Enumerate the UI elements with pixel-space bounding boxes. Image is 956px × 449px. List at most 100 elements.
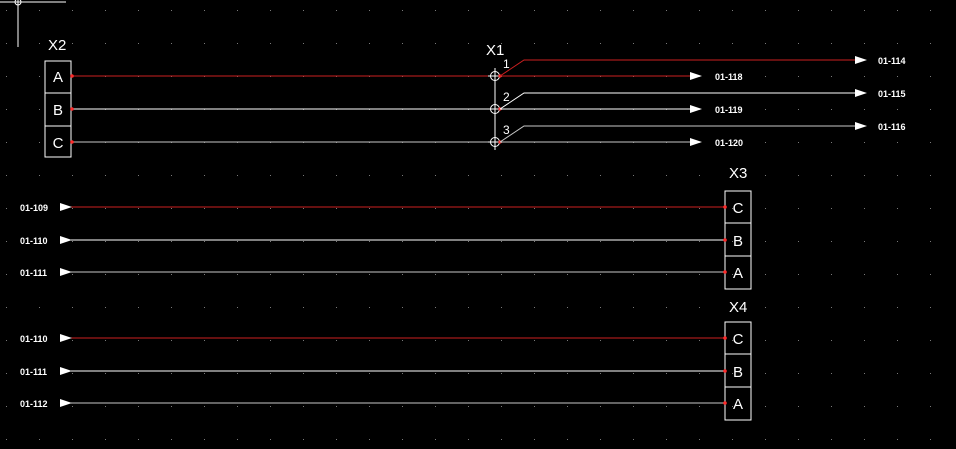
signal-tag-label[interactable]: 01-111: [20, 367, 47, 377]
signal-arrow-icon[interactable]: [855, 56, 867, 64]
wire-x1-3-to-01-116[interactable]: [499, 125, 855, 143]
grid-dot: [6, 373, 7, 374]
grid-dot: [72, 307, 73, 308]
grid-dot: [897, 274, 898, 275]
grid-dot: [303, 406, 304, 407]
grid-dot: [105, 10, 106, 11]
grid-dot: [897, 76, 898, 77]
grid-dot: [171, 10, 172, 11]
grid-dot: [798, 175, 799, 176]
grid-dot: [6, 175, 7, 176]
grid-dot: [930, 109, 931, 110]
connector-x3[interactable]: X3 C B A: [723, 165, 752, 290]
grid-dot: [336, 175, 337, 176]
grid-dot: [798, 208, 799, 209]
grid-dot: [501, 208, 502, 209]
grid-dot: [831, 142, 832, 143]
signal-tag-label[interactable]: 01-111: [20, 268, 47, 278]
signal-tag-label[interactable]: 01-114: [878, 56, 906, 66]
grid-dot: [138, 340, 139, 341]
grid-dot: [534, 175, 535, 176]
grid-dot: [831, 373, 832, 374]
grid-dot: [864, 406, 865, 407]
grid-dot: [468, 274, 469, 275]
grid-dot: [930, 307, 931, 308]
grid-dot: [534, 439, 535, 440]
signal-arrow-icon[interactable]: [690, 105, 702, 113]
grid-dot: [138, 175, 139, 176]
signal-arrow-icon[interactable]: [855, 89, 867, 97]
grid-dot: [897, 340, 898, 341]
grid-dot: [72, 274, 73, 275]
grid-dot: [633, 43, 634, 44]
grid-dot: [600, 10, 601, 11]
connection-dot: [723, 205, 727, 209]
grid-dot: [666, 373, 667, 374]
signal-arrow-icon[interactable]: [855, 122, 867, 130]
grid-dot: [633, 373, 634, 374]
signal-tag-label[interactable]: 01-110: [20, 236, 48, 246]
grid-dot: [633, 208, 634, 209]
grid-dot: [765, 10, 766, 11]
grid-dot: [765, 439, 766, 440]
grid-dot: [666, 43, 667, 44]
grid-dot: [534, 10, 535, 11]
signal-arrow-icon[interactable]: [690, 138, 702, 146]
signal-tag-label[interactable]: 01-115: [878, 89, 906, 99]
grid-dot: [765, 340, 766, 341]
grid-dot: [534, 307, 535, 308]
grid-dot: [105, 406, 106, 407]
signal-arrow-icon[interactable]: [60, 268, 72, 276]
grid-dot: [369, 373, 370, 374]
grid-dot: [435, 307, 436, 308]
connector-x2-pin-label-1: A: [53, 69, 63, 86]
grid-dot: [237, 373, 238, 374]
grid-dot: [270, 10, 271, 11]
signal-tag-label[interactable]: 01-110: [20, 334, 48, 344]
signal-tag-label[interactable]: 01-120: [715, 138, 743, 148]
connector-x2[interactable]: X2 A B C: [44, 37, 74, 158]
grid-dot: [798, 373, 799, 374]
grid-dot: [765, 373, 766, 374]
grid-dot: [732, 76, 733, 77]
grid-dot: [204, 274, 205, 275]
grid-dot: [39, 76, 40, 77]
x3-input-wires: [71, 206, 725, 273]
grid-dot: [534, 208, 535, 209]
signal-tag-label[interactable]: 01-116: [878, 122, 906, 132]
signal-tag-label[interactable]: 01-109: [20, 203, 48, 213]
wire-x1-2-to-01-115[interactable]: [499, 92, 855, 110]
grid-dot: [600, 175, 601, 176]
signal-arrow-icon[interactable]: [690, 72, 702, 80]
signal-arrow-icon[interactable]: [60, 203, 72, 211]
grid-dot: [666, 307, 667, 308]
grid-dot: [270, 208, 271, 209]
connector-x1[interactable]: X1 1 2 3: [486, 42, 510, 150]
crosshair-cursor-icon: [0, 0, 66, 47]
grid-dot: [666, 208, 667, 209]
grid-dot: [204, 307, 205, 308]
grid-dot: [864, 307, 865, 308]
signal-arrow-icon[interactable]: [60, 334, 72, 342]
grid-dot: [303, 373, 304, 374]
grid-dot: [897, 439, 898, 440]
connector-x4[interactable]: X4 C B A: [723, 299, 752, 421]
grid-dot: [171, 373, 172, 374]
signal-arrow-icon[interactable]: [60, 236, 72, 244]
signal-tag-label[interactable]: 01-118: [715, 72, 743, 82]
grid-dot: [864, 43, 865, 44]
x4-input-wires: [71, 337, 725, 404]
connection-dot: [723, 369, 727, 373]
grid-dot: [303, 439, 304, 440]
grid-dot: [336, 208, 337, 209]
signal-tag-label[interactable]: 01-112: [20, 399, 48, 409]
grid-dot: [633, 241, 634, 242]
grid-dot: [303, 175, 304, 176]
grid-dot: [930, 175, 931, 176]
signal-arrow-icon[interactable]: [60, 367, 72, 375]
signal-tag-label[interactable]: 01-119: [715, 105, 743, 115]
wire-x1-1-to-01-114[interactable]: [499, 59, 855, 77]
grid-dot: [798, 340, 799, 341]
signal-arrow-icon[interactable]: [60, 399, 72, 407]
